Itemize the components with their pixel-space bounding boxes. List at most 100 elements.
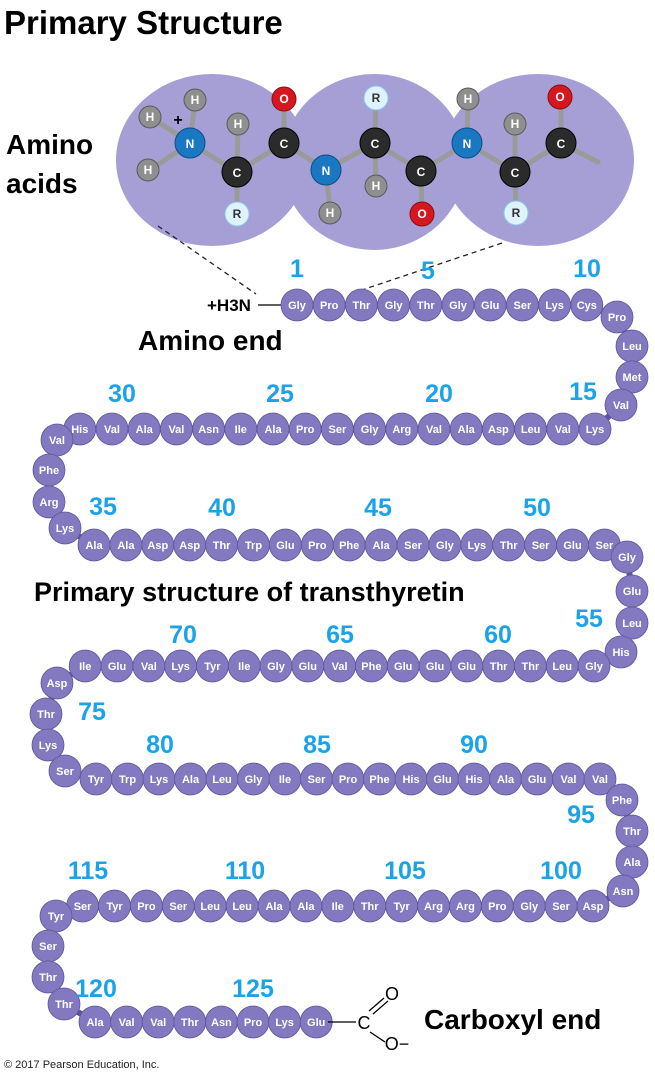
residue-label: Glu bbox=[528, 774, 546, 786]
residue-label: Ile bbox=[79, 661, 91, 673]
residue-label: Phe bbox=[369, 774, 389, 786]
position-number: 110 bbox=[225, 857, 265, 885]
residue-label: Gly bbox=[288, 300, 307, 312]
residue-label: Gly bbox=[520, 901, 539, 913]
residue-label: Ala bbox=[623, 857, 641, 869]
residue-bead bbox=[604, 388, 638, 422]
atom-label-r2: R bbox=[372, 91, 381, 105]
residue-label: Pro bbox=[488, 901, 507, 913]
hydrogen-atom bbox=[136, 158, 160, 182]
residue-label: Ala bbox=[264, 424, 282, 436]
residue-label: Ser bbox=[596, 540, 614, 552]
position-number: 115 bbox=[68, 857, 108, 885]
residue-bead bbox=[615, 606, 649, 640]
residue-label: Asn bbox=[198, 424, 219, 436]
atom-label-n1: N bbox=[186, 137, 195, 151]
carbon-atom bbox=[499, 156, 531, 188]
residue-label: Asp bbox=[179, 540, 200, 552]
molecule-atoms: H H H N + C H R C O N H C R H C O N H bbox=[136, 84, 577, 227]
residue-label: Ser bbox=[56, 766, 74, 778]
carbon-atom bbox=[359, 127, 391, 159]
residue-label: Trp bbox=[245, 540, 262, 552]
residue-label: Ser bbox=[514, 300, 532, 312]
residue-label: Ala bbox=[182, 774, 200, 786]
amino-acids-label-line1: Amino bbox=[6, 129, 93, 160]
residue-label: Arg bbox=[40, 497, 59, 509]
page-title: Primary Structure bbox=[4, 4, 283, 41]
hydrogen-atom bbox=[456, 87, 480, 111]
residue-label: Gly bbox=[436, 540, 455, 552]
residue-label: Lys bbox=[545, 300, 564, 312]
residue-label: His bbox=[465, 774, 482, 786]
residue-label: Thr bbox=[181, 1017, 199, 1029]
atom-label-h7: H bbox=[464, 92, 473, 106]
zoom-line-left bbox=[157, 225, 257, 295]
carbon-atom bbox=[545, 127, 577, 159]
atom-label-h4: H bbox=[234, 117, 243, 131]
residue-label: Asn bbox=[613, 886, 634, 898]
residue-label: Gly bbox=[449, 300, 468, 312]
residue-label: His bbox=[612, 647, 629, 659]
carbon-atom bbox=[405, 155, 437, 187]
residue-bead bbox=[32, 485, 66, 519]
residue-label: Glu bbox=[108, 661, 126, 673]
residue-label: Trp bbox=[119, 774, 136, 786]
residue-label: Val bbox=[426, 424, 442, 436]
residue-label: Glu bbox=[563, 540, 581, 552]
position-number: 1 bbox=[290, 255, 304, 283]
transthyretin-label: Primary structure of transthyretin bbox=[34, 577, 465, 607]
atom-label-n3: N bbox=[463, 137, 472, 151]
residue-label: Ile bbox=[238, 661, 250, 673]
copyright-text: © 2017 Pearson Education, Inc. bbox=[4, 1059, 159, 1071]
position-number: 20 bbox=[425, 380, 453, 408]
atom-label-h1: H bbox=[191, 93, 200, 107]
residue-label: Ser bbox=[404, 540, 422, 552]
residue-label: Tyr bbox=[204, 661, 221, 673]
position-number: 125 bbox=[232, 975, 274, 1003]
residue-label: Pro bbox=[308, 540, 327, 552]
residue-label: Ala bbox=[265, 901, 283, 913]
residue-label: Phe bbox=[339, 540, 359, 552]
residue-bead bbox=[604, 635, 638, 669]
position-numbers: 1 5 10 15 20 25 30 35 40 45 50 55 60 65 … bbox=[68, 255, 603, 1003]
residue-label: Glu bbox=[276, 540, 294, 552]
residue-label: Thr bbox=[55, 999, 73, 1011]
residue-label: Asp bbox=[583, 901, 604, 913]
position-number: 55 bbox=[575, 605, 603, 633]
residue-label: Lys bbox=[275, 1017, 294, 1029]
residue-label: Arg bbox=[456, 901, 475, 913]
atom-label-h6: H bbox=[372, 179, 381, 193]
position-number: 10 bbox=[573, 255, 601, 283]
residue-label: Val bbox=[555, 424, 571, 436]
atom-label-c3: C bbox=[371, 137, 380, 151]
hydrogen-atom bbox=[138, 105, 162, 129]
residue-label: Val bbox=[168, 424, 184, 436]
position-number: 25 bbox=[266, 380, 294, 408]
carbon-atom bbox=[221, 156, 253, 188]
residue-label: Tyr bbox=[106, 901, 123, 913]
residue-label: Lys bbox=[39, 740, 58, 752]
residue-bead bbox=[47, 987, 81, 1021]
atom-label-h5: H bbox=[326, 206, 335, 220]
residue-label: Ile bbox=[279, 774, 291, 786]
residue-label: Leu bbox=[200, 901, 220, 913]
position-number: 80 bbox=[146, 731, 174, 759]
hydrogen-atom bbox=[318, 201, 342, 225]
position-number: 90 bbox=[460, 731, 488, 759]
residue-label: Ser bbox=[169, 901, 187, 913]
residue-label: Glu bbox=[623, 586, 641, 598]
residue-label: Ala bbox=[117, 540, 135, 552]
residue-label: Ser bbox=[308, 774, 326, 786]
residue-label: Tyr bbox=[88, 774, 105, 786]
nitrogen-atom bbox=[310, 154, 342, 186]
residue-bead bbox=[48, 511, 82, 545]
carboxyl-double-bond-a bbox=[368, 997, 385, 1012]
nitrogen-atom bbox=[174, 127, 206, 159]
blob-left bbox=[116, 74, 308, 246]
position-number: 65 bbox=[326, 621, 354, 649]
residue-label: Lys bbox=[586, 424, 605, 436]
oxygen-atom bbox=[271, 86, 297, 112]
residue-label: Thr bbox=[623, 826, 641, 838]
residue-label: Ser bbox=[532, 540, 550, 552]
